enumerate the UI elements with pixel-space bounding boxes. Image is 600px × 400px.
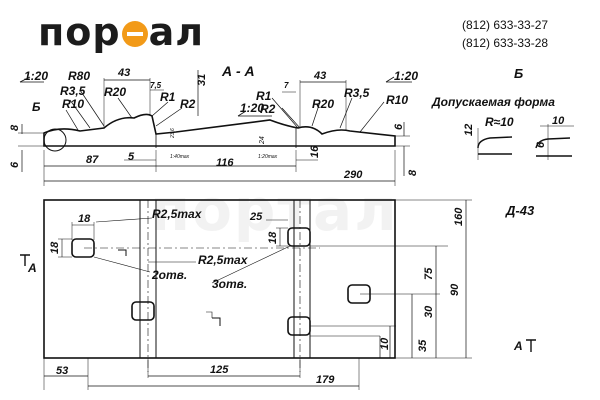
logo-text-start: пор xyxy=(38,10,121,54)
dim-90: 90 xyxy=(449,283,461,296)
dim-7: 7 xyxy=(284,81,289,90)
detail-b-circle xyxy=(43,128,67,152)
r35-left-label: R3,5 xyxy=(60,84,86,98)
hole-left-bottom xyxy=(131,301,155,321)
r-approx-label: R≈10 xyxy=(485,115,514,129)
slope-mid-label: 1:20 xyxy=(240,101,264,115)
dim-8-right: 8 xyxy=(407,169,419,176)
dim-23-6: 23,6 xyxy=(170,128,176,139)
logo-text-end: ал xyxy=(148,10,205,54)
dim-116: 116 xyxy=(216,157,234,169)
dim-10-b: 10 xyxy=(552,115,565,127)
r1-right-label: R1 xyxy=(256,89,272,103)
hole-left-top xyxy=(71,238,95,258)
r2-right-label: R2 xyxy=(260,102,276,116)
r25max-top-label: R2,5max xyxy=(152,207,203,221)
view-b-title: Б xyxy=(514,66,523,81)
slope-small-right: 1:20max xyxy=(258,154,278,160)
allowed-form-label: Допускаемая форма xyxy=(431,95,555,109)
dim-125: 125 xyxy=(210,364,229,376)
dim-30: 30 xyxy=(423,305,435,318)
dim-75: 75 xyxy=(423,267,435,280)
dim-6-left: 6 xyxy=(9,161,21,168)
watermark: портал xyxy=(150,176,399,244)
r20-left-label: R20 xyxy=(104,85,126,99)
logo-emblem-icon xyxy=(121,21,148,47)
dim-43-left: 43 xyxy=(117,67,130,79)
section-title: А - А xyxy=(221,63,255,79)
slope-small-left: 1:40max xyxy=(170,154,190,160)
dim-25: 25 xyxy=(249,211,263,223)
section-mark-left: А xyxy=(27,261,37,275)
hole-right-top xyxy=(287,227,311,247)
detail-b-left xyxy=(477,136,513,149)
dim-18-top: 18 xyxy=(78,213,91,225)
dim-18-left: 18 xyxy=(49,241,61,254)
section-profile xyxy=(43,113,396,147)
hole-right-bottom xyxy=(287,316,311,336)
dim-8-left: 8 xyxy=(9,124,21,131)
dim-7-5: 7,5 xyxy=(150,81,162,90)
dim-87: 87 xyxy=(86,154,99,166)
section-mark-right: А xyxy=(513,339,523,353)
dim-31: 31 xyxy=(196,74,208,86)
phone-2: (812) 633-33-28 xyxy=(462,36,549,50)
r35-right-label: R3,5 xyxy=(344,86,370,100)
r25max-mid-label: R2,5max xyxy=(198,253,249,267)
dim-6-b: 6 xyxy=(535,141,547,148)
dim-24: 24 xyxy=(259,136,266,145)
dim-6-right: 6 xyxy=(393,123,405,130)
r20-right-label: R20 xyxy=(312,97,334,111)
r80-label: R80 xyxy=(68,69,90,83)
plate-outline xyxy=(43,199,396,359)
dim-10: 10 xyxy=(379,337,391,350)
r10-left-label: R10 xyxy=(62,97,84,111)
dim-290: 290 xyxy=(343,169,363,181)
phone-1: (812) 633-33-27 xyxy=(462,18,549,32)
holes-3-label: 3отв. xyxy=(212,277,247,291)
dim-160: 160 xyxy=(453,207,465,226)
dim-53: 53 xyxy=(56,365,68,377)
detail-b-marker: Б xyxy=(32,100,41,114)
holes-2-label: 2отв. xyxy=(151,268,187,282)
dim-5: 5 xyxy=(128,151,135,163)
slope-right-label: 1:20 xyxy=(394,69,418,83)
dim-179: 179 xyxy=(316,374,335,386)
dim-43-right: 43 xyxy=(313,70,326,82)
r10-right-label: R10 xyxy=(386,93,408,107)
r1-left-label: R1 xyxy=(160,90,176,104)
slope-left-label: 1:20 xyxy=(24,69,48,83)
product-code: Д-43 xyxy=(505,203,535,218)
dim-12: 12 xyxy=(463,124,475,136)
r2-left-label: R2 xyxy=(180,97,196,111)
dim-35: 35 xyxy=(417,339,429,352)
dim-18-right: 18 xyxy=(267,231,279,244)
dim-16: 16 xyxy=(309,145,321,158)
